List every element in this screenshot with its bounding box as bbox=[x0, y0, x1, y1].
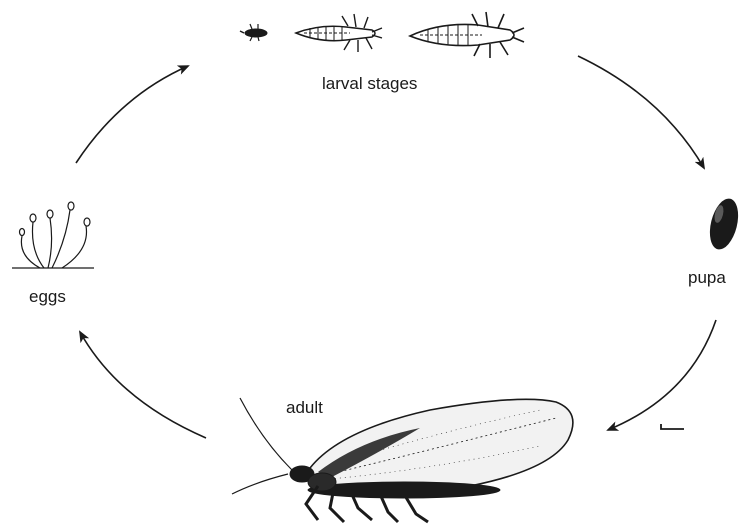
larva-medium-icon bbox=[296, 14, 382, 52]
larva-small-icon bbox=[240, 24, 267, 41]
adult-label: adult bbox=[286, 398, 323, 418]
arrow-adult-to-eggs bbox=[80, 332, 206, 438]
pupa-icon bbox=[705, 196, 740, 253]
arrow-larva-to-pupa bbox=[578, 56, 704, 168]
eggs-label: eggs bbox=[29, 287, 66, 307]
eggs-icon bbox=[12, 202, 94, 268]
arrow-pupa-to-adult bbox=[608, 320, 716, 430]
larval-stages-label: larval stages bbox=[322, 74, 417, 94]
larva-large-icon bbox=[410, 12, 524, 58]
pupa-label: pupa bbox=[688, 268, 726, 288]
arrow-eggs-to-larva bbox=[76, 66, 188, 163]
scale-mark bbox=[661, 424, 684, 429]
lacewing-adult-icon bbox=[232, 398, 573, 522]
